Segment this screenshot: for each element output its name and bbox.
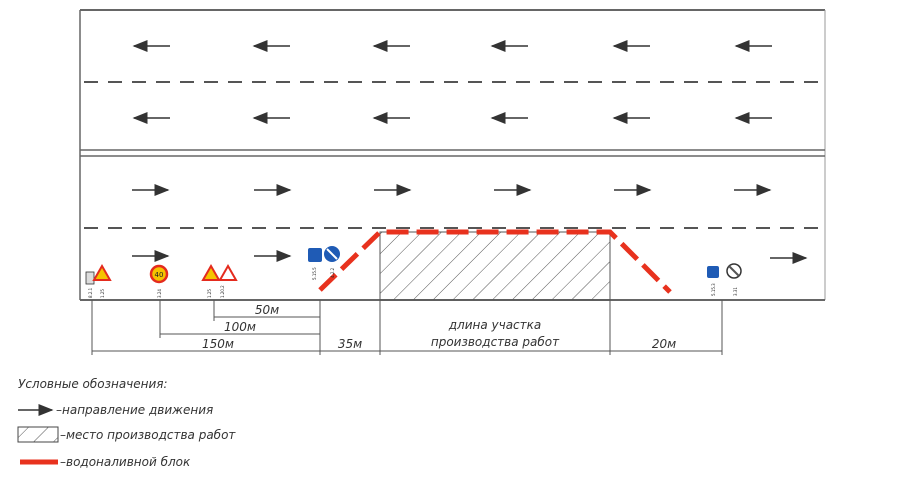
- svg-text:4.2.2: 4.2.2: [330, 267, 335, 278]
- arrow-right-icon: [132, 184, 808, 264]
- svg-text:3.31: 3.31: [733, 287, 738, 296]
- water-barrier: [318, 229, 672, 294]
- traffic-arrows: [132, 40, 808, 264]
- dimension-150m: 150м: [202, 337, 234, 351]
- svg-text:1.25: 1.25: [100, 289, 105, 298]
- legend-work-site: –место производства работ: [60, 428, 236, 442]
- hatch-icon: [17, 426, 59, 443]
- svg-text:40: 40: [155, 271, 164, 279]
- pass-left-sign-icon: 4.2.2: [324, 246, 340, 278]
- svg-text:1.20.2: 1.20.2: [220, 285, 225, 298]
- dimension-35m: 35м: [338, 337, 362, 351]
- sign-plate-8-2-1: 8.2.1: [85, 271, 95, 298]
- svg-text:5.15.3: 5.15.3: [711, 283, 716, 296]
- legend: Условные обозначения: –направление движе…: [17, 377, 236, 469]
- road-works-sign-icon: 1.25: [201, 263, 221, 298]
- road-works-sign-icon: 1.25: [92, 263, 112, 298]
- svg-text:3.24: 3.24: [157, 289, 162, 298]
- work-site-area: [379, 231, 611, 301]
- dimension-50m: 50м: [255, 303, 279, 317]
- svg-text:5.15.5: 5.15.5: [312, 267, 317, 280]
- svg-text:8.2.1: 8.2.1: [88, 287, 93, 298]
- svg-text:1.25: 1.25: [207, 289, 212, 298]
- legend-direction: –направление движения: [56, 403, 213, 417]
- lane-direction-sign-icon: 5.15.5: [308, 248, 322, 280]
- arrow-left-icon: [132, 40, 772, 124]
- legend-title: Условные обозначения:: [18, 377, 168, 391]
- road-narrowing-sign-icon: 1.20.2: [218, 263, 238, 298]
- legend-barrier: –водоналивной блок: [60, 455, 191, 469]
- speed-limit-sign-icon: 40 3.24: [149, 264, 169, 298]
- road-signs: 8.2.1 1.25 40 3.24 1.25 1.20.2 5.15.5 4.…: [85, 246, 742, 298]
- lane-end-sign-icon: 5.15.3: [707, 266, 719, 296]
- dimension-lines: [91, 300, 723, 355]
- work-length-label-2: производства работ: [431, 335, 560, 349]
- dimension-100m: 100м: [224, 320, 256, 334]
- work-length-label-1: длина участка: [448, 318, 542, 332]
- dimension-labels: 50м 100м 150м 35м длина участка производ…: [202, 303, 676, 351]
- dimension-20m: 20м: [652, 337, 676, 351]
- end-of-restrictions-sign-icon: 3.31: [726, 263, 742, 296]
